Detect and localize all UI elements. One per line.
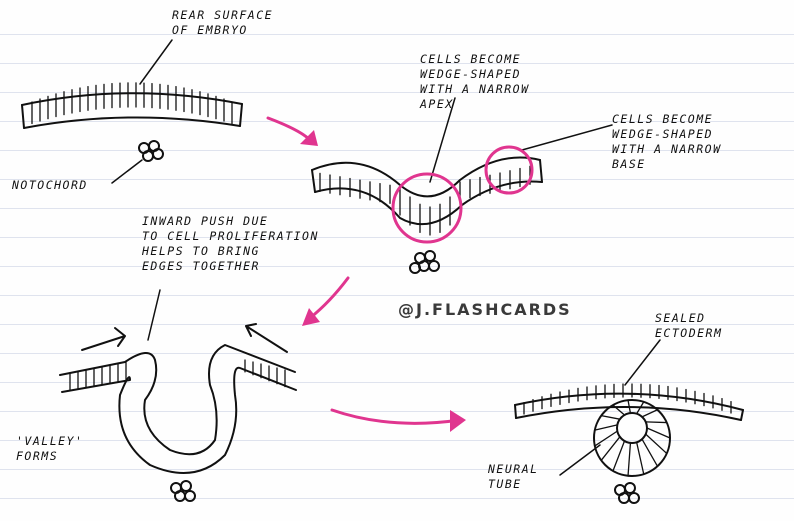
arrow-head-3 — [450, 410, 466, 432]
cell-wall — [600, 415, 621, 420]
cell-wall — [635, 441, 645, 475]
stage3-notochord — [170, 480, 196, 502]
stage1-neural-plate — [21, 39, 243, 129]
cell-wall — [645, 433, 668, 455]
cell-wall — [600, 436, 621, 461]
cell-wall — [594, 430, 618, 447]
label-notochord: NOTOCHORD — [12, 178, 88, 192]
cell-wall — [627, 399, 632, 414]
label-rear-surface: REAR SURFACE OF EMBRYO — [172, 8, 274, 37]
arrow-head-2 — [302, 308, 320, 326]
stage2-notochord — [409, 250, 440, 274]
cell-wall — [627, 442, 632, 477]
stage3-valley — [59, 289, 297, 474]
label-sealed-ectoderm: SEALED ECTODERM — [655, 311, 723, 340]
label-valley: 'VALLEY' FORMS — [16, 434, 84, 463]
label-wedge-base: CELLS BECOME WEDGE-SHAPED WITH A NARROW … — [612, 112, 722, 171]
cell-wall — [641, 409, 659, 418]
cell-wall — [594, 424, 618, 431]
cell-wall — [612, 404, 626, 416]
label-neural-tube: NEURAL TUBE — [488, 462, 539, 491]
label-wedge-apex: CELLS BECOME WEDGE-SHAPED WITH A NARROW … — [420, 52, 530, 111]
cell-wall — [641, 438, 659, 467]
cell-wall — [646, 427, 671, 439]
stage2-bending-plate — [311, 97, 613, 236]
watermark: @J.FLASHCARDS — [398, 300, 572, 319]
label-inward-push: INWARD PUSH DUE TO CELL PROLIFERATION HE… — [142, 214, 319, 273]
stage1-notochord — [111, 140, 164, 184]
highlight-circles — [391, 145, 534, 244]
cell-wall — [635, 401, 645, 415]
arrow-head-1 — [300, 130, 318, 146]
stage4-neural-tube — [514, 339, 744, 477]
cell-wall — [645, 421, 668, 424]
stage4-notochord — [614, 482, 640, 504]
cell-wall — [612, 440, 626, 472]
